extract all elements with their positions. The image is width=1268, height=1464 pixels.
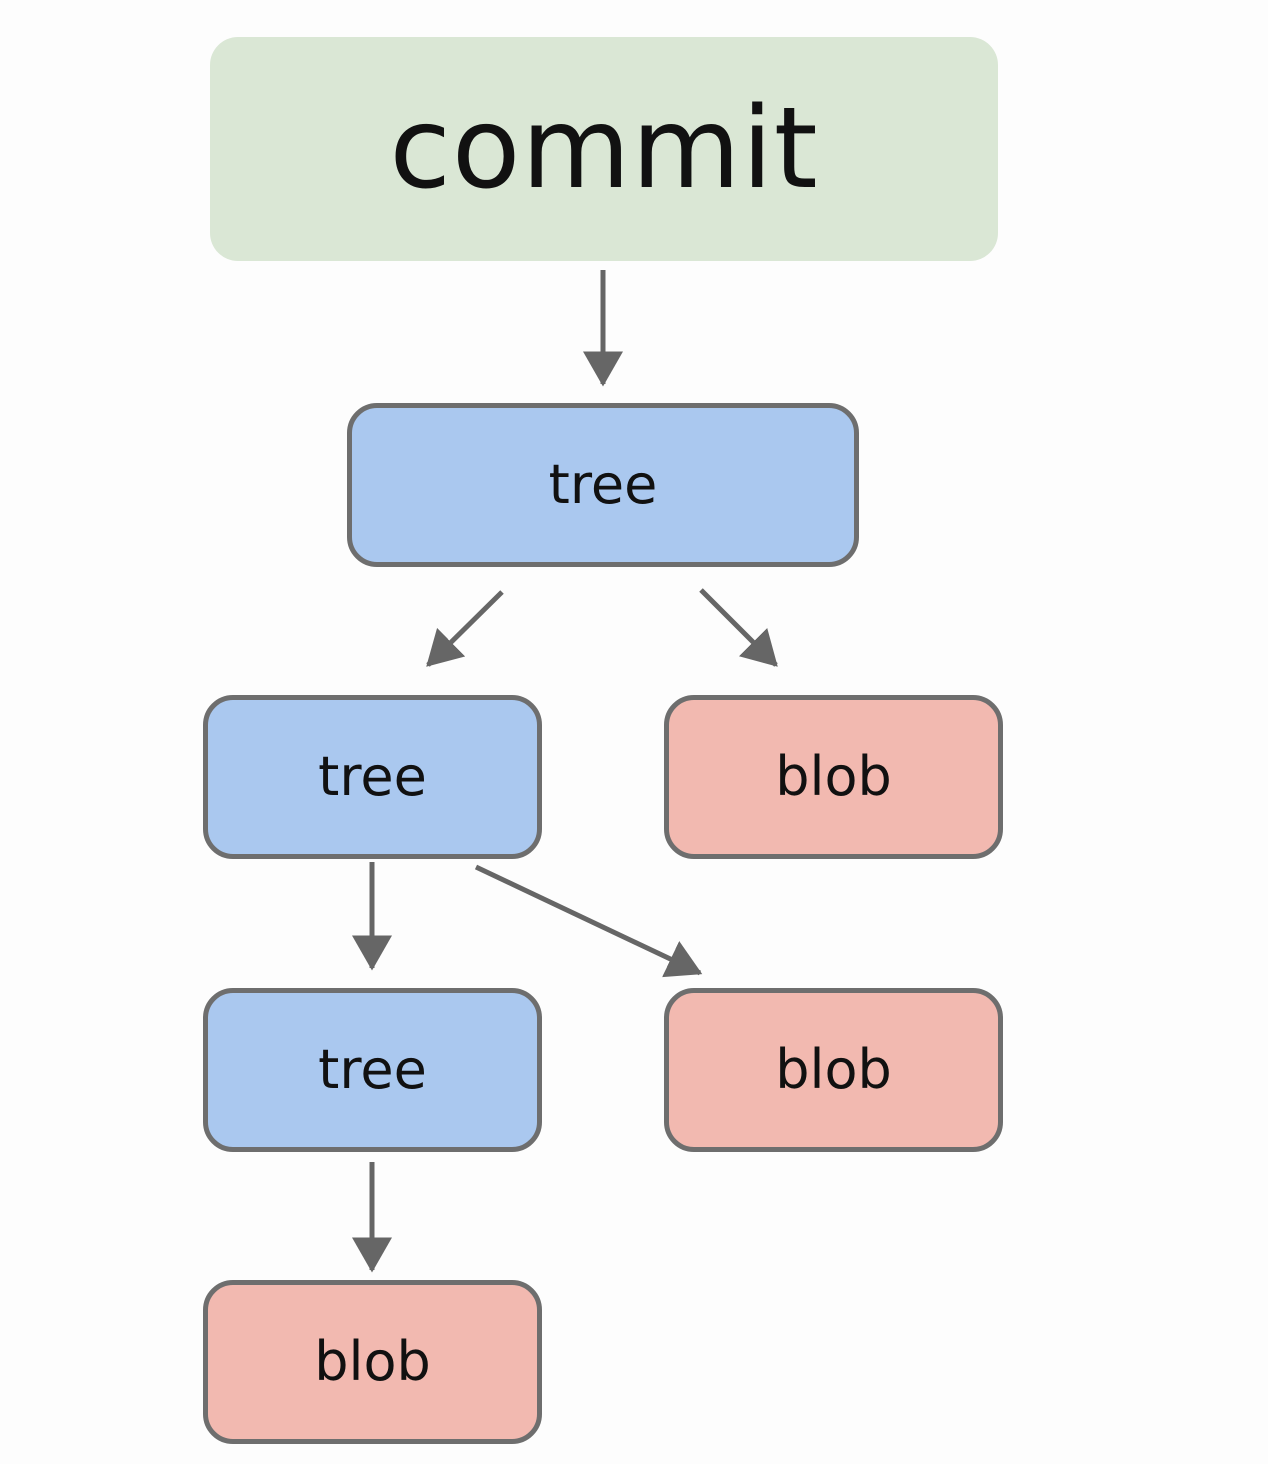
blob-node-mid: blob — [664, 988, 1003, 1152]
tree-node-root: tree — [347, 403, 859, 567]
blob-node-right: blob — [664, 695, 1003, 859]
tree-label: tree — [318, 745, 427, 808]
blob-label: blob — [775, 745, 892, 808]
tree-node-left: tree — [203, 695, 542, 859]
tree-node-sub: tree — [203, 988, 542, 1152]
arrow-tree-left-to-blob-mid — [474, 864, 703, 978]
commit-label: commit — [389, 84, 819, 214]
arrow-tree-to-blob-right — [699, 588, 778, 667]
arrow-tree-to-tree-left — [426, 590, 504, 667]
tree-label: tree — [318, 1038, 427, 1101]
tree-label: tree — [548, 453, 658, 516]
blob-label: blob — [775, 1038, 892, 1101]
blob-label: blob — [314, 1330, 431, 1393]
commit-node: commit — [210, 37, 998, 261]
blob-node-bottom: blob — [203, 1280, 542, 1444]
